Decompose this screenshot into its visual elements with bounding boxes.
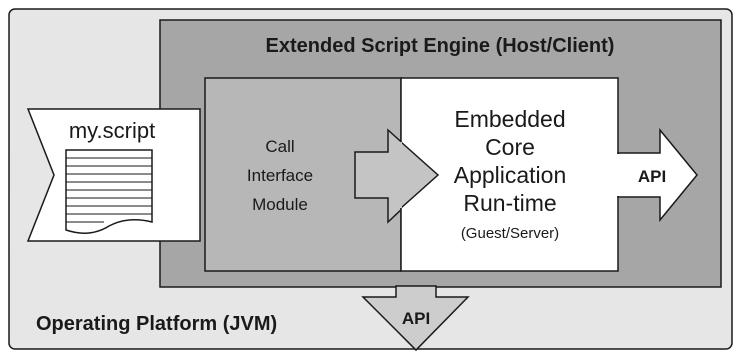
script-file-label: my.script [69,118,155,143]
runtime-label-1: Embedded [454,106,565,132]
operating-platform-label: Operating Platform (JVM) [36,313,277,335]
call-interface-label-1: Call [265,137,294,156]
document-icon [65,149,153,234]
call-interface-label-2: Interface [247,166,313,185]
call-interface-label-3: Module [252,195,308,214]
runtime-label-2: Core [485,134,535,160]
api-bottom-label: API [402,309,430,328]
api-right-arrow [617,127,698,223]
runtime-label-3: Application [454,162,567,188]
script-engine-label: Extended Script Engine (Host/Client) [266,35,615,57]
api-bottom-arrow [361,285,470,352]
api-right-label: API [638,167,666,186]
runtime-label-4: Run-time [463,190,556,216]
runtime-sublabel: (Guest/Server) [461,225,559,242]
